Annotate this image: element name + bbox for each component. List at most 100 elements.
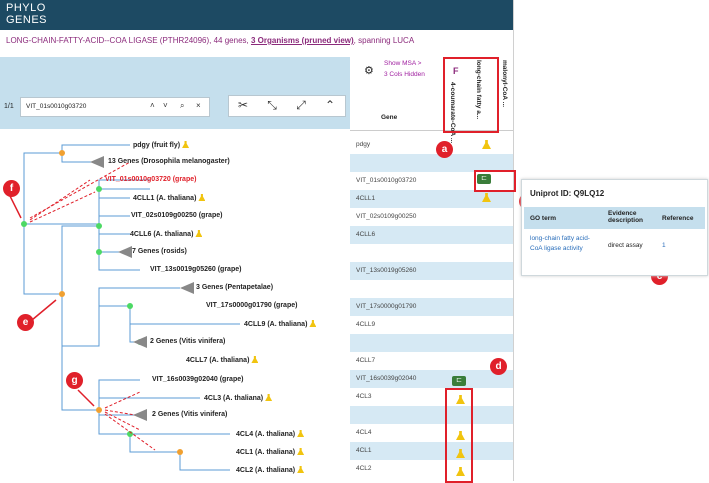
gene-cell: VIT_17s0000g01790 <box>356 303 417 310</box>
callout-f: f <box>3 180 20 197</box>
gear-icon[interactable]: ⚙ <box>364 65 374 77</box>
tree-leaf-label[interactable]: 4CLL6 (A. thaliana) <box>130 230 203 238</box>
table-row[interactable]: 4CLL7 <box>350 352 513 370</box>
go-term-header: GO term <box>530 215 557 222</box>
table-row[interactable]: 4CLL1 <box>350 190 513 208</box>
flask-icon[interactable] <box>482 140 491 149</box>
scroll-top-icon[interactable]: ⌃ <box>324 98 336 112</box>
gene-cell: 4CL3 <box>356 393 372 400</box>
annotation-chip[interactable]: ⊏ <box>477 174 491 184</box>
gene-cell: 4CL1 <box>356 447 372 454</box>
flask-icon[interactable] <box>297 448 305 455</box>
collapse-icon[interactable]: ✂ <box>237 98 249 112</box>
expand-icon[interactable]: ⤢ <box>296 98 306 112</box>
flask-icon[interactable] <box>195 230 203 237</box>
tree-leaf-label[interactable]: 4CL4 (A. thaliana) <box>236 430 305 438</box>
uniprot-table-header <box>524 207 705 229</box>
tree-leaf-label[interactable]: 7 Genes (rosids) <box>132 248 187 255</box>
highlight-box-flasks <box>445 388 473 483</box>
evidence-value: direct assay <box>608 242 643 249</box>
tree-leaf-label[interactable]: pdgy (fruit fly) <box>133 141 190 149</box>
tree-leaf-label[interactable]: VIT_01s0010g03720 (grape) <box>105 176 197 183</box>
app-logo[interactable]: PHYLO GENES <box>6 2 48 26</box>
flask-icon[interactable] <box>265 394 273 401</box>
app-header: PHYLO GENES <box>0 0 513 30</box>
callout-e: e <box>17 314 34 331</box>
next-result-button[interactable]: ˅ <box>163 101 168 110</box>
tree-toolbar: 1/1 VIT_01s0010g03720 ˄ ˅ ⌕ × ✂ ⤡ ⤢ ⌃ <box>0 57 350 129</box>
compress-icon[interactable]: ⤡ <box>267 98 277 112</box>
highlight-box-cell <box>474 170 516 192</box>
callout-a: a <box>436 141 453 158</box>
search-icon[interactable]: ⌕ <box>180 101 185 110</box>
table-row[interactable]: 4CLL6 <box>350 226 513 244</box>
table-row[interactable] <box>350 154 513 172</box>
organisms-link[interactable]: 3 Organisms (pruned view) <box>250 36 354 45</box>
show-msa-link[interactable]: Show MSA > 3 Cols Hidden <box>384 60 425 78</box>
highlight-box-columns <box>443 57 499 133</box>
callout-d: d <box>490 358 507 375</box>
table-row[interactable]: 4CL2 <box>350 460 513 478</box>
table-row[interactable]: 4CL1 <box>350 442 513 460</box>
tree-leaf-label[interactable]: 3 Genes (Pentapetalae) <box>196 284 274 291</box>
flask-icon[interactable] <box>309 320 317 327</box>
column-header-malonyl[interactable]: malonyl-CoA ... <box>501 60 508 108</box>
gene-cell: 4CL2 <box>356 465 372 472</box>
tree-leaf-label[interactable]: 2 Genes (Vitis vinifera) <box>152 411 228 418</box>
tree-leaf-label[interactable]: VIT_13s0019g05260 (grape) <box>150 266 242 273</box>
flask-icon[interactable] <box>297 466 305 473</box>
tree-leaf-label[interactable]: VIT_02s0109g00250 (grape) <box>131 212 223 219</box>
table-row[interactable]: VIT_01s0010g03720 <box>350 172 513 190</box>
table-row[interactable]: 4CL4 <box>350 424 513 442</box>
gene-cell: VIT_16s0039g02040 <box>356 375 417 382</box>
tree-leaf-label[interactable]: 4CL3 (A. thaliana) <box>204 394 273 402</box>
table-row[interactable] <box>350 244 513 262</box>
tree-leaf-label[interactable]: VIT_16s0039g02040 (grape) <box>152 376 244 383</box>
reference-link[interactable]: 1 <box>662 242 666 249</box>
tree-leaf-label[interactable]: 2 Genes (Vitis vinifera) <box>150 338 226 345</box>
go-term-link[interactable]: long-chain fatty acid-CoA ligase activit… <box>530 235 590 252</box>
tree-leaf-label[interactable]: 4CL2 (A. thaliana) <box>236 466 305 474</box>
msa-header <box>350 57 513 131</box>
gene-cell: VIT_02s0109g00250 <box>356 213 417 220</box>
uniprot-popup: Uniprot ID: Q9LQ12 GO term Evidence desc… <box>521 179 708 276</box>
flask-icon[interactable] <box>482 193 491 202</box>
table-row[interactable]: VIT_02s0109g00250 <box>350 208 513 226</box>
table-row[interactable] <box>350 406 513 424</box>
table-row[interactable] <box>350 334 513 352</box>
tree-leaf-label[interactable]: 4CLL9 (A. thaliana) <box>244 320 317 328</box>
clear-search-button[interactable]: × <box>196 101 201 110</box>
panel-divider <box>513 0 514 481</box>
prev-result-button[interactable]: ˄ <box>150 101 155 110</box>
reference-header: Reference <box>662 215 694 222</box>
flask-icon[interactable] <box>456 395 465 404</box>
tree-leaf-label[interactable]: VIT_17s0000g01790 (grape) <box>206 302 298 309</box>
flask-icon[interactable] <box>182 141 190 148</box>
phylogenetic-tree <box>9 144 240 471</box>
table-row[interactable]: VIT_13s0019g05260 <box>350 262 513 280</box>
table-row[interactable]: pdgy <box>350 136 513 154</box>
table-row[interactable]: VIT_16s0039g02040 <box>350 370 513 388</box>
table-row[interactable]: VIT_17s0000g01790 <box>350 298 513 316</box>
gene-cell: 4CLL7 <box>356 357 376 364</box>
table-row[interactable] <box>350 280 513 298</box>
gene-column-header: Gene <box>381 114 398 121</box>
flask-icon[interactable] <box>297 430 305 437</box>
table-row[interactable]: 4CLL9 <box>350 316 513 334</box>
callout-g: g <box>66 372 83 389</box>
tree-leaf-label[interactable]: 13 Genes (Drosophila melanogaster) <box>108 158 230 165</box>
gene-cell: pdgy <box>356 141 371 148</box>
gene-cell: 4CLL9 <box>356 321 376 328</box>
gene-search-input[interactable]: VIT_01s0010g03720 <box>20 97 210 117</box>
flask-icon[interactable] <box>456 467 465 476</box>
flask-icon[interactable] <box>456 449 465 458</box>
flask-icon[interactable] <box>251 356 259 363</box>
gene-cell: 4CLL6 <box>356 231 376 238</box>
flask-icon[interactable] <box>456 431 465 440</box>
table-row[interactable]: 4CL3 <box>350 388 513 406</box>
flask-icon[interactable] <box>198 194 206 201</box>
tree-leaf-label[interactable]: 4CLL1 (A. thaliana) <box>133 194 206 202</box>
tree-leaf-label[interactable]: 4CLL7 (A. thaliana) <box>186 356 259 364</box>
tree-leaf-label[interactable]: 4CL1 (A. thaliana) <box>236 448 305 456</box>
annotation-chip[interactable]: ⊏ <box>452 376 466 386</box>
